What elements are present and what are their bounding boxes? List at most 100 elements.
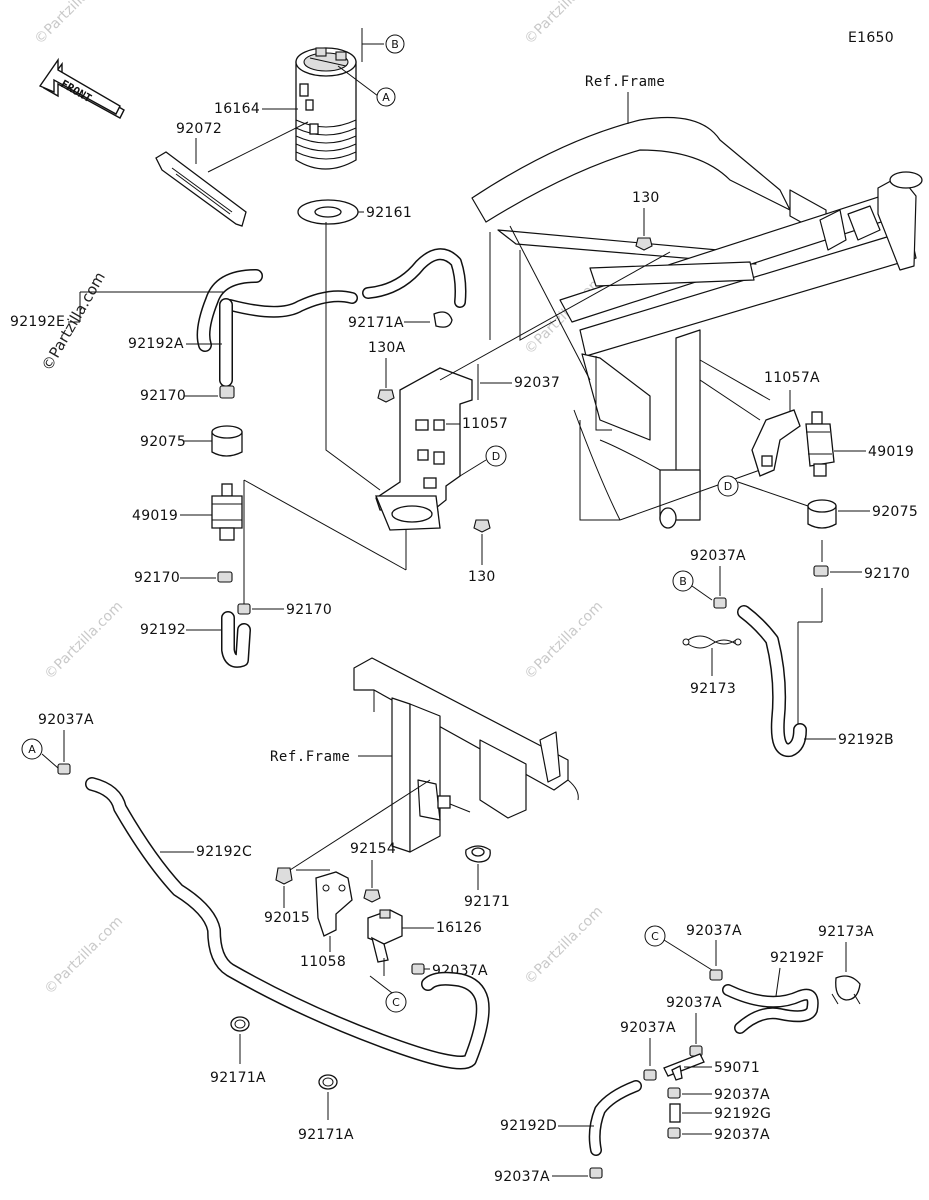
- part-label-92192: 92192: [140, 622, 186, 638]
- reference-c-label-2: C: [651, 930, 659, 943]
- hose-92192G: [669, 1103, 681, 1123]
- part-label-49019-b: 49019: [868, 444, 914, 460]
- bolt-92154: [363, 889, 381, 903]
- part-label-92192D: 92192D: [500, 1118, 557, 1134]
- part-label-92173A: 92173A: [818, 924, 874, 940]
- front-arrow: FRONT: [38, 57, 125, 119]
- reference-a-marker-2: [21, 738, 43, 760]
- part-label-59071: 59071: [714, 1060, 760, 1076]
- reference-c-label: C: [392, 996, 400, 1009]
- bracket-11057A: [751, 409, 801, 477]
- clip-92173A: [831, 975, 861, 1005]
- filter-49019-right: [805, 411, 835, 477]
- part-label-92037A-d: 92037A: [686, 923, 742, 939]
- part-label-92171A-c: 92171A: [298, 1127, 354, 1143]
- bracket-92072: [155, 151, 247, 227]
- part-label-92037A-e: 92037A: [666, 995, 722, 1011]
- damper-92075: [211, 425, 243, 457]
- part-label-92171A-a: 92171A: [348, 315, 404, 331]
- frame-main: [471, 116, 923, 529]
- part-label-11057: 11057: [462, 416, 508, 432]
- part-label-11058: 11058: [300, 954, 346, 970]
- part-label-92170-a: 92170: [140, 388, 186, 404]
- part-label-92173: 92173: [690, 681, 736, 697]
- reference-b-label-2: B: [679, 575, 687, 588]
- bracket-11058: [315, 871, 353, 937]
- watermark: ©Partzilla.com: [42, 598, 127, 683]
- bolt-130: [635, 237, 653, 251]
- reference-a-label-2: A: [28, 743, 36, 756]
- hose-92192E: [196, 248, 467, 352]
- part-label-92192B: 92192B: [838, 732, 894, 748]
- hose-92192F: [722, 984, 819, 1034]
- part-label-11057A: 11057A: [764, 370, 820, 386]
- nut-130: [473, 519, 491, 533]
- part-label-92075-a: 92075: [140, 434, 186, 450]
- part-label-130-a: 130: [632, 190, 660, 206]
- canister-16164: [295, 47, 357, 170]
- part-label-16164: 16164: [214, 101, 260, 117]
- part-label-92170-b: 92170: [134, 570, 180, 586]
- reference-a-label: A: [382, 91, 390, 104]
- part-label-92170-d: 92170: [864, 566, 910, 582]
- part-label-92037A-h: 92037A: [714, 1127, 770, 1143]
- part-label-16126: 16126: [436, 920, 482, 936]
- part-label-92192F: 92192F: [770, 950, 824, 966]
- watermark: ©Partzilla.com: [522, 598, 607, 683]
- valve-16126: [367, 909, 403, 963]
- reference-d-marker: [485, 445, 507, 467]
- hose-92192C: [85, 777, 490, 1070]
- part-label-92037A-g: 92037A: [714, 1087, 770, 1103]
- filter-49019: [211, 483, 243, 541]
- part-label-92171A-b: 92171A: [210, 1070, 266, 1086]
- part-label-92075-b: 92075: [872, 504, 918, 520]
- hose-92192D: [588, 1080, 642, 1156]
- part-label-92170-c: 92170: [286, 602, 332, 618]
- part-label-92037A-a: 92037A: [690, 548, 746, 564]
- reference-d-label: D: [492, 450, 500, 463]
- reference-d-marker-2: [717, 475, 739, 497]
- clamp-92037A: [411, 963, 425, 975]
- reference-c-marker-2: [644, 925, 666, 947]
- clip-92171A: [433, 311, 453, 328]
- watermark: ©Partzilla.com: [32, 0, 117, 48]
- diagram-code: E1650: [848, 30, 894, 46]
- part-label-92037: 92037: [514, 375, 560, 391]
- hose-92192: [221, 611, 251, 668]
- reference-c-marker: [385, 991, 407, 1013]
- part-label-49019-a: 49019: [132, 508, 178, 524]
- part-label-92154: 92154: [350, 841, 396, 857]
- reference-b-label: B: [391, 38, 399, 51]
- ref-frame-label-mid: Ref.Frame: [270, 749, 350, 765]
- clip-92171A-low: [318, 1074, 338, 1090]
- part-label-92015: 92015: [264, 910, 310, 926]
- reference-d-label-2: D: [724, 480, 732, 493]
- part-label-92037A-i: 92037A: [494, 1169, 550, 1185]
- clamp-92170-mid: [217, 571, 233, 583]
- watermark: ©Partzilla.com: [522, 0, 607, 48]
- clip-92171: [465, 845, 491, 863]
- part-label-92192A: 92192A: [128, 336, 184, 352]
- part-label-92161: 92161: [366, 205, 412, 221]
- part-label-92192C: 92192C: [196, 844, 252, 860]
- clamp-92170-low: [237, 603, 251, 615]
- frame-middle: [353, 657, 579, 853]
- joint-59071: [663, 1053, 705, 1081]
- ref-frame-label-top: Ref.Frame: [585, 74, 665, 90]
- part-label-92192G: 92192G: [714, 1106, 771, 1122]
- part-label-130A: 130A: [368, 340, 406, 356]
- part-label-92037A-f: 92037A: [620, 1020, 676, 1036]
- part-label-130-b: 130: [468, 569, 496, 585]
- reference-a-marker: [376, 87, 396, 107]
- bolt-130A: [377, 389, 395, 403]
- clamp-92170-top: [219, 385, 235, 399]
- hose-92192B: [737, 605, 807, 758]
- part-label-92072: 92072: [176, 121, 222, 137]
- clamp-92170-right: [813, 565, 829, 577]
- part-label-92192E: 92192E: [10, 314, 65, 330]
- wire-92173: [682, 635, 742, 649]
- clip-92171A-mid: [230, 1016, 250, 1032]
- damper-92075-right: [807, 499, 837, 529]
- reference-b-marker: [385, 34, 405, 54]
